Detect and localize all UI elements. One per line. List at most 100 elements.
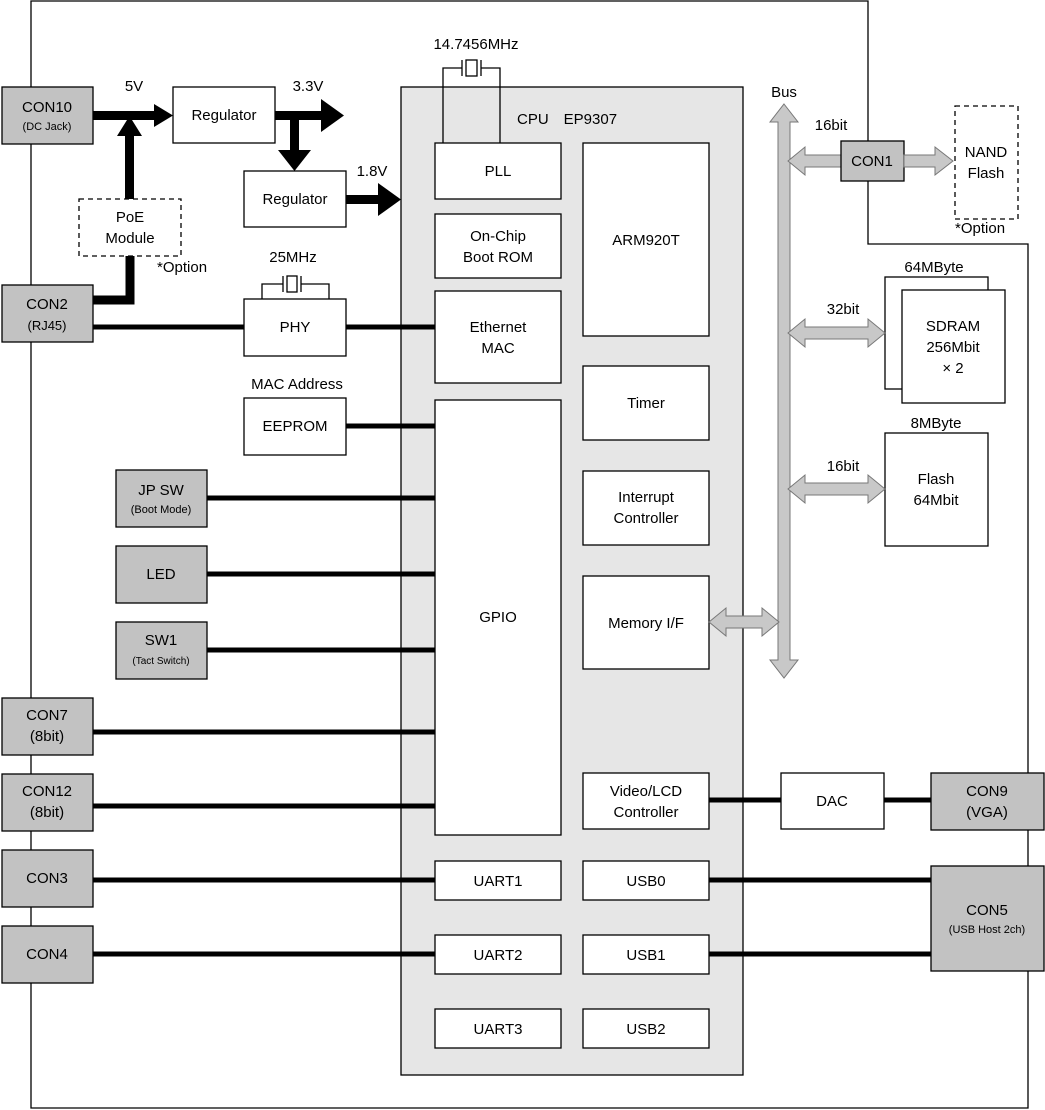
uart3-block: [434, 1008, 562, 1049]
led-connector: [115, 545, 208, 604]
uart3-label: UART3: [474, 1021, 523, 1038]
sdram-label-line3: × 2: [942, 360, 963, 377]
regulator-2-block: [243, 170, 347, 228]
cpu-crystal-frequency: 14.7456MHz: [433, 36, 518, 53]
memory-if-label: Memory I/F: [608, 615, 684, 632]
con3-connector: [1, 849, 94, 908]
phy-crystal-symbol: [261, 275, 330, 299]
3v3-line: [275, 111, 326, 120]
timer-label: Timer: [627, 395, 665, 412]
nand-bus-width: 16bit: [815, 117, 848, 134]
phy-block: [243, 298, 347, 357]
1v8-label: 1.8V: [357, 163, 388, 180]
system-bus-arrow: [768, 103, 800, 679]
led-name: LED: [146, 566, 175, 583]
poe-module-label-line2: Module: [105, 230, 154, 247]
boot-rom-block: [434, 213, 562, 279]
pll-label: PLL: [485, 163, 512, 180]
sw1-sub: (Tact Switch): [132, 656, 189, 667]
video-lcd-controller-block: [582, 772, 710, 830]
con12-name: CON12: [22, 783, 72, 800]
uart2-block: [434, 934, 562, 975]
memory-if-block: [582, 575, 710, 670]
con2-connector: [1, 284, 94, 343]
con4-connector: [1, 925, 94, 984]
poe-output-arrowhead: [117, 116, 142, 136]
con10-sub: (DC Jack): [23, 121, 72, 133]
regulator-1-block: [172, 86, 276, 144]
nand-flash-label-line1: NAND: [965, 144, 1008, 161]
con2-to-poe-line: [93, 256, 135, 305]
sdram-bus-width: 32bit: [827, 301, 860, 318]
timer-block: [582, 365, 710, 441]
5v-label: 5V: [125, 78, 143, 95]
phy-label: PHY: [280, 319, 311, 336]
interrupt-controller-label-line1: Interrupt: [618, 489, 675, 506]
uart2-label: UART2: [474, 947, 523, 964]
memory-if-bus-arrow: [708, 606, 780, 638]
con7-connector: [1, 697, 94, 756]
3v3-to-regulator-2-line: [290, 116, 299, 152]
bus-flash-arrow: [787, 473, 886, 505]
bus-sdram-arrow: [787, 317, 886, 349]
uart1-label: UART1: [474, 873, 523, 890]
con9-name: CON9: [966, 783, 1008, 800]
con1-connector: [840, 140, 905, 182]
regulator-2-label: Regulator: [262, 191, 327, 208]
eeprom-label: EEPROM: [262, 418, 327, 435]
nand-flash-block: [954, 105, 1019, 220]
nand-flash-label-line2: Flash: [968, 165, 1005, 182]
usb2-label: USB2: [626, 1021, 665, 1038]
con12-sub: (8bit): [30, 804, 64, 821]
poe-module-block: [78, 198, 182, 257]
con5-connector: [930, 865, 1045, 972]
sw1-connector: [115, 621, 208, 680]
con5-sub: (USB Host 2ch): [949, 924, 1025, 936]
usb0-block: [582, 860, 710, 901]
con5-name: CON5: [966, 902, 1008, 919]
board-outline: [30, 0, 1029, 1109]
1v8-line: [346, 195, 382, 204]
video-lcd-label-line1: Video/LCD: [610, 783, 682, 800]
sdram-label-line1: SDRAM: [926, 318, 980, 335]
poe-module-label-line1: PoE: [116, 209, 144, 226]
eeprom-block: [243, 397, 347, 456]
con2-sub: (RJ45): [27, 318, 66, 333]
nand-option-note: *Option: [955, 220, 1005, 237]
con3-name: CON3: [26, 870, 68, 887]
3v3-to-regulator-2-arrowhead: [278, 150, 311, 171]
boot-rom-label-line2: Boot ROM: [463, 249, 533, 266]
usb0-label: USB0: [626, 873, 665, 890]
uart1-block: [434, 860, 562, 901]
flash-block: [884, 432, 989, 547]
poe-output-line: [125, 134, 134, 199]
interrupt-controller-block: [582, 470, 710, 546]
3v3-label: 3.3V: [293, 78, 324, 95]
interrupt-controller-label-line2: Controller: [613, 510, 678, 527]
poe-option-note: *Option: [157, 259, 207, 276]
cpu-title: CPU EP9307: [517, 111, 617, 128]
ethernet-mac-label-line2: MAC: [481, 340, 515, 357]
boot-rom-label-line1: On-Chip: [470, 228, 526, 245]
5v-line: [93, 111, 159, 120]
pll-block: [434, 142, 562, 200]
sdram-chip-front: [901, 289, 1006, 404]
sw1-name: SW1: [145, 632, 178, 649]
ethernet-mac-label-line1: Ethernet: [470, 319, 528, 336]
con1-nand-arrow: [903, 145, 954, 177]
sdram-size: 64MByte: [904, 259, 963, 276]
ethernet-mac-block: [434, 290, 562, 384]
con10-connector: [1, 86, 94, 145]
con4-name: CON4: [26, 946, 68, 963]
arm920t-label: ARM920T: [612, 232, 680, 249]
bus-label: Bus: [771, 84, 797, 101]
arm920t-block: [582, 142, 710, 337]
phy-crystal-frequency: 25MHz: [269, 249, 317, 266]
bus-con1-arrow: [787, 145, 842, 177]
jp-sw-name: JP SW: [138, 482, 184, 499]
jp-sw-connector: [115, 469, 208, 528]
con12-connector: [1, 773, 94, 832]
dac-label: DAC: [816, 793, 848, 810]
con9-connector: [930, 772, 1045, 831]
